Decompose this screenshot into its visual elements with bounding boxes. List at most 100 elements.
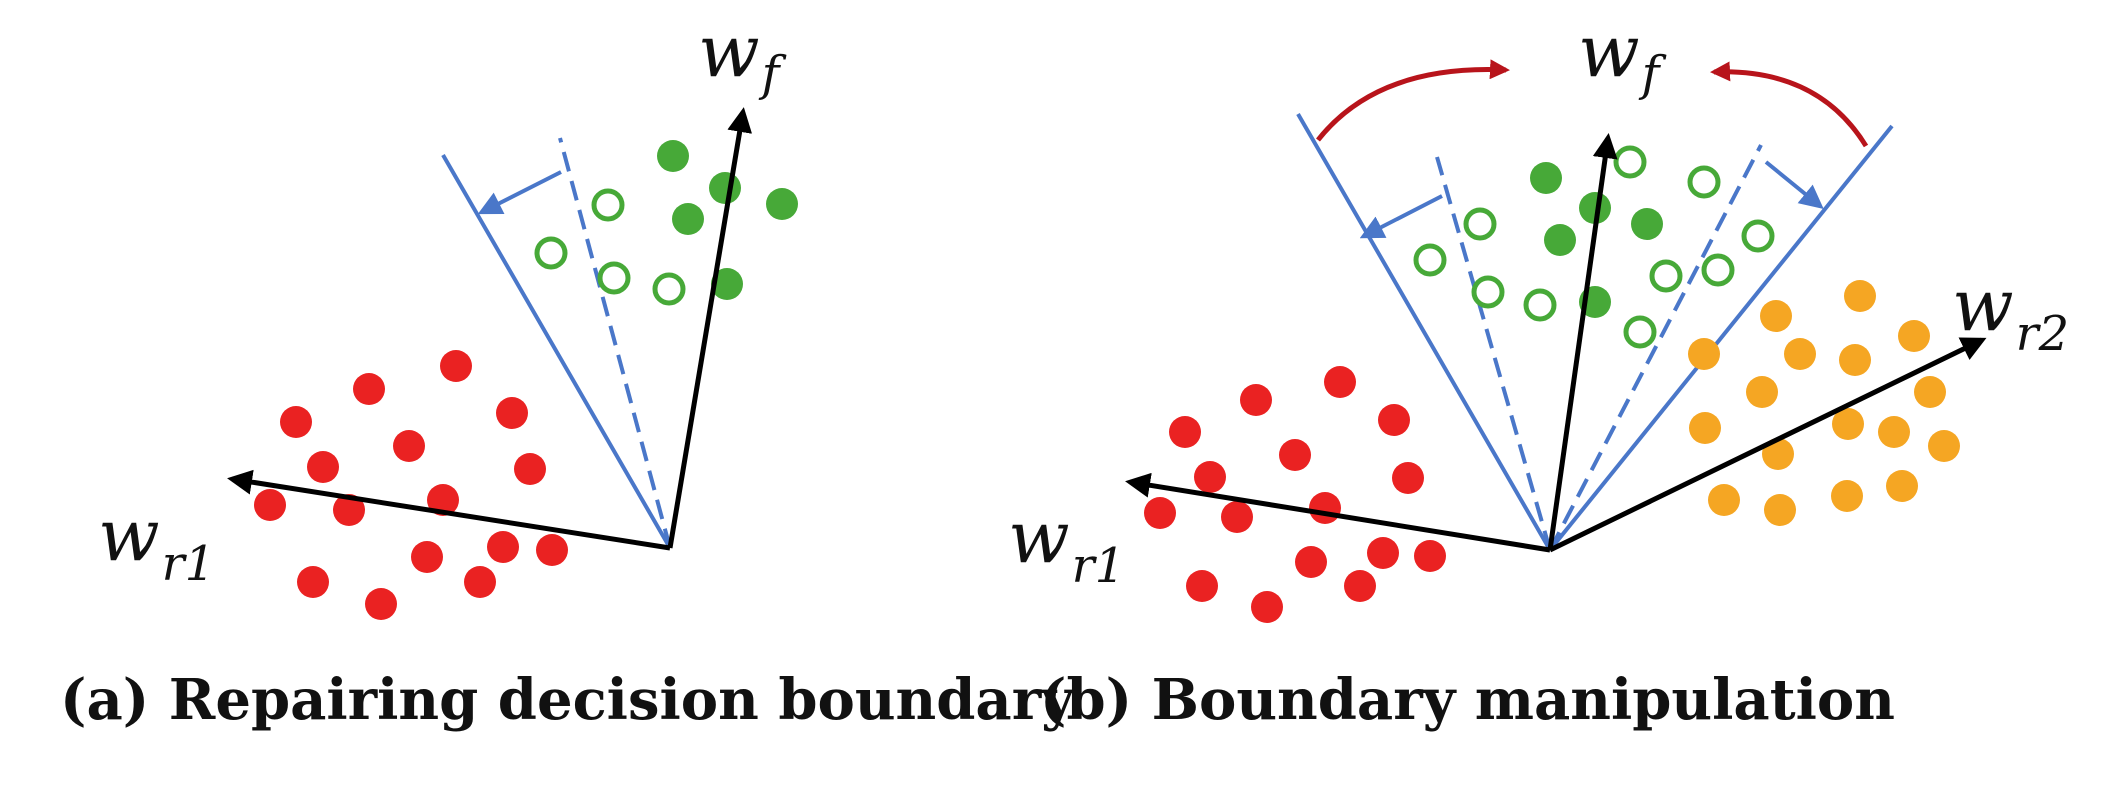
label-wr1: wr1: [1008, 495, 1125, 594]
vector-wf: [1547, 133, 1618, 551]
data-point: [1186, 570, 1218, 602]
data-point: [1414, 540, 1446, 572]
data-point-hollow: [1523, 288, 1557, 322]
data-point: [1886, 470, 1918, 502]
data-point-hollow: [652, 272, 686, 306]
data-point-hollow: [1413, 243, 1447, 277]
data-point: [514, 453, 546, 485]
rotation-arrow-right: [1710, 61, 1869, 148]
data-point: [1764, 494, 1796, 526]
data-point: [464, 566, 496, 598]
data-point: [1746, 376, 1778, 408]
boundary-shift-arrow: [477, 170, 562, 215]
decision-boundary-left-dashed: [1435, 156, 1552, 551]
data-point: [393, 430, 425, 462]
data-point-hollow: [1701, 253, 1735, 287]
data-point: [1144, 497, 1176, 529]
data-point: [307, 451, 339, 483]
vector-wr2: [1548, 337, 1987, 553]
data-point: [1309, 492, 1341, 524]
data-point: [1392, 462, 1424, 494]
data-point: [1689, 412, 1721, 444]
data-point: [1878, 416, 1910, 448]
data-point: [1914, 376, 1946, 408]
data-point: [365, 588, 397, 620]
data-point: [1251, 591, 1283, 623]
decision-boundary-dashed: [558, 137, 672, 549]
data-point-hollow: [1463, 207, 1497, 241]
data-point: [1760, 300, 1792, 332]
decision-boundary-right-dashed: [1548, 144, 1763, 551]
data-point: [536, 534, 568, 566]
data-point-hollow: [1623, 315, 1657, 349]
forget-class-points: [1413, 145, 1775, 349]
data-point: [1324, 366, 1356, 398]
retain-class-2-points: [1688, 280, 1960, 526]
data-point: [1762, 438, 1794, 470]
data-point: [1279, 439, 1311, 471]
data-point: [1295, 546, 1327, 578]
data-point-hollow: [534, 236, 568, 270]
retain-class-1-points: [254, 350, 568, 620]
data-point: [353, 373, 385, 405]
data-point-filled: [1631, 208, 1663, 240]
data-point-filled: [711, 268, 743, 300]
data-point: [1831, 480, 1863, 512]
data-point: [1898, 320, 1930, 352]
decision-boundary-right-solid: [1548, 124, 1894, 552]
decision-boundary-left-solid: [1296, 112, 1552, 552]
data-point-hollow: [1471, 275, 1505, 309]
data-point: [440, 350, 472, 382]
forget-class-points: [534, 140, 798, 306]
vector-wf: [667, 107, 753, 549]
data-point: [1928, 430, 1960, 462]
data-point: [1839, 344, 1871, 376]
data-point: [1367, 537, 1399, 569]
data-point: [1708, 484, 1740, 516]
data-point: [1784, 338, 1816, 370]
data-point-filled: [1530, 162, 1562, 194]
data-point-hollow: [1613, 145, 1647, 179]
data-point-hollow: [1687, 165, 1721, 199]
label-wf: wf: [698, 9, 787, 102]
data-point-filled: [766, 188, 798, 220]
caption-panel-b: (b) Boundary manipulation: [1040, 667, 1895, 733]
data-point: [1221, 501, 1253, 533]
boundary-shift-arrow-right: [1764, 160, 1824, 210]
panel-b: wf wr1 wr2: [1008, 9, 2069, 623]
label-wr2: wr2: [1952, 263, 2069, 362]
data-point-filled: [657, 140, 689, 172]
data-point-hollow: [1741, 219, 1775, 253]
data-point: [496, 397, 528, 429]
retain-class-1-points: [1144, 366, 1446, 623]
data-point: [280, 406, 312, 438]
data-point: [1378, 404, 1410, 436]
data-point-hollow: [591, 188, 625, 222]
caption-panel-a: (a) Repairing decision boundary: [60, 667, 1074, 733]
data-point: [1844, 280, 1876, 312]
data-point-hollow: [597, 261, 631, 295]
label-wr1: wr1: [98, 493, 215, 592]
data-point: [1240, 384, 1272, 416]
panel-a: wf wr1: [98, 9, 798, 620]
data-point: [487, 531, 519, 563]
data-point-filled: [709, 172, 741, 204]
data-point-filled: [1544, 224, 1576, 256]
data-point: [427, 484, 459, 516]
decision-boundary-solid: [441, 153, 672, 550]
boundary-shift-arrow-left: [1359, 194, 1443, 239]
vector-wr1: [1125, 472, 1551, 553]
data-point: [297, 566, 329, 598]
data-point-filled: [1579, 192, 1611, 224]
label-wf: wf: [1578, 9, 1667, 102]
data-point: [1194, 461, 1226, 493]
data-point: [333, 494, 365, 526]
data-point: [411, 541, 443, 573]
data-point: [1344, 570, 1376, 602]
data-point: [1832, 408, 1864, 440]
vector-wr1: [227, 469, 671, 551]
data-point: [254, 489, 286, 521]
rotation-arrow-left: [1316, 59, 1510, 142]
data-point: [1169, 416, 1201, 448]
